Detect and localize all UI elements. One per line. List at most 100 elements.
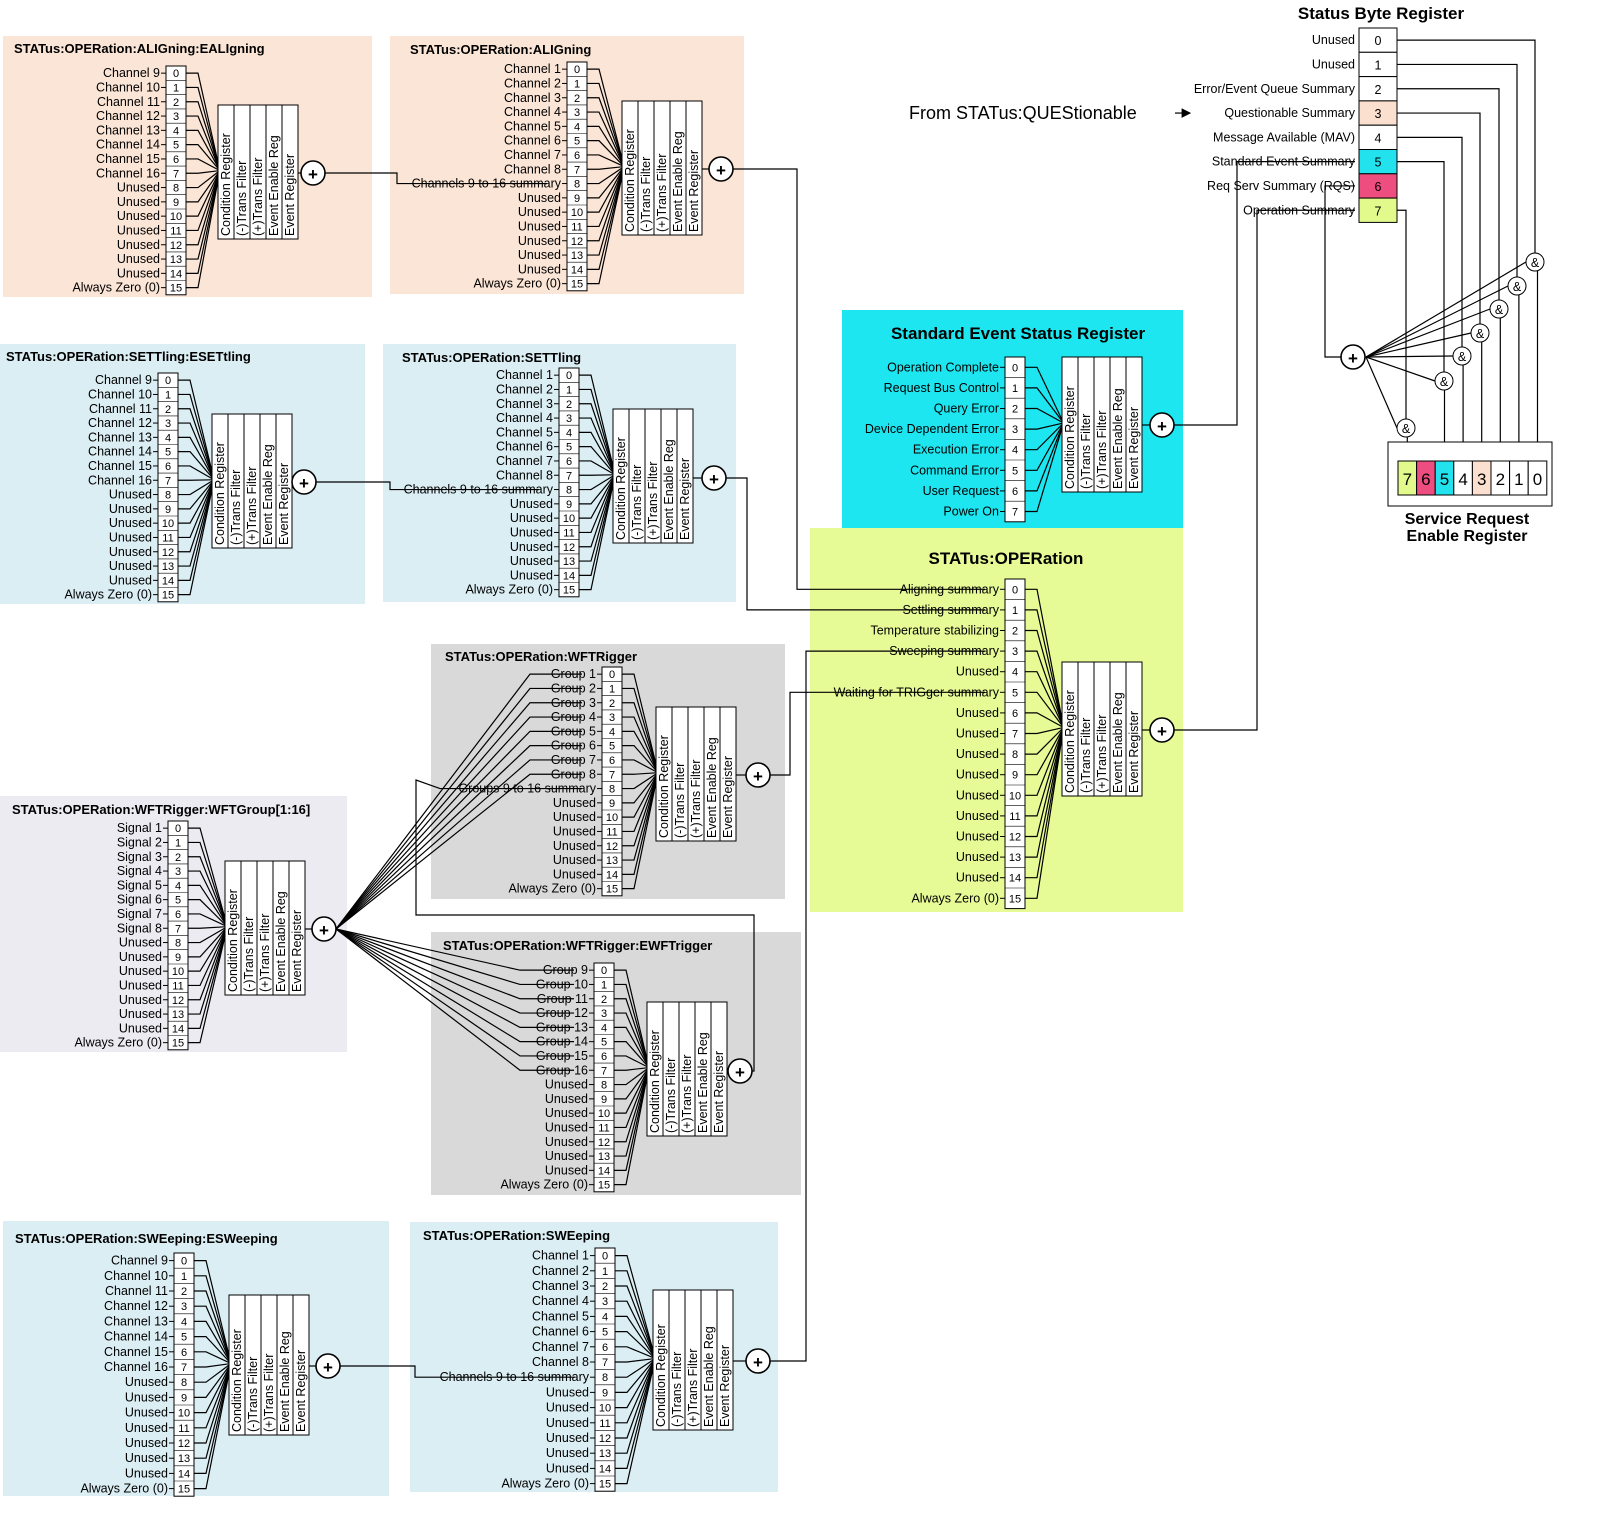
sre-bit-number: 5 [1440, 470, 1449, 489]
status-byte-title: Status Byte Register [1298, 4, 1465, 23]
fan-line [188, 936, 226, 1044]
fan-line [587, 97, 623, 162]
bit-number: 10 [571, 207, 583, 219]
bit-label: Unused [125, 1451, 168, 1465]
register-layer: STATus:OPERation:ALIGning:EALIgning0Chan… [6, 41, 1175, 1497]
bit-label: Unused [119, 978, 162, 992]
bit-label: Group 13 [536, 1020, 588, 1034]
bit-number: 0 [1012, 362, 1018, 374]
bit-number: 7 [173, 168, 179, 180]
bit-label: Channel 3 [496, 397, 553, 411]
bit-number: 13 [170, 254, 182, 266]
bit-label: Unused [510, 497, 553, 511]
bit-number: 5 [181, 1332, 187, 1344]
bit-label: Always Zero (0) [508, 882, 596, 896]
fan-line [194, 1259, 230, 1356]
fan-line [587, 140, 623, 165]
bit-number: 10 [170, 211, 182, 223]
fan-line [1025, 737, 1063, 899]
bit-number: 12 [1009, 832, 1021, 844]
bit-label: Unused [109, 488, 152, 502]
register-ewftrigger: STATus:OPERation:WFTRigger:EWFTrigger0Gr… [443, 938, 753, 1193]
bit-label: Channel 3 [532, 1279, 589, 1293]
bit-label: Unused [545, 1149, 588, 1163]
bit-number: 7 [609, 769, 615, 781]
fan-line [1025, 671, 1063, 725]
bit-label: Unused [117, 181, 160, 195]
and-gate [1489, 299, 1509, 319]
bit-label: Unused [956, 665, 999, 679]
questionable-input-label: From STATus:QUEStionable [909, 103, 1137, 123]
bit-number: 9 [609, 798, 615, 810]
bit-number: 15 [571, 279, 583, 291]
bit-number: 4 [609, 726, 615, 738]
bit-number: 9 [566, 499, 572, 511]
bit-label: Execution Error [913, 443, 999, 457]
fan-line [579, 478, 614, 519]
stage-label: Condition Register [614, 437, 628, 540]
bit-label: Unused [518, 234, 561, 248]
wire-group-fan [335, 773, 582, 930]
bit-number: 6 [165, 461, 171, 473]
fan-line [615, 1254, 654, 1351]
fan-line [1025, 407, 1063, 423]
bit-label: Unused [117, 238, 160, 252]
bit-number: 10 [598, 1108, 610, 1120]
bit-number: 10 [1009, 790, 1021, 802]
fan-line [178, 436, 213, 477]
fan-line [615, 1270, 654, 1352]
bit-label: Unused [553, 853, 596, 867]
bit-label: Unused [109, 545, 152, 559]
fan-line [194, 1368, 230, 1429]
bit-number: 1 [566, 384, 572, 396]
fan-line [1025, 424, 1063, 451]
bit-label: Unused [553, 867, 596, 881]
bit-label: Unused [119, 1021, 162, 1035]
fan-line [614, 1069, 648, 1100]
bit-label: Always Zero (0) [465, 583, 553, 597]
fan-line [587, 173, 623, 256]
bit-number: 5 [566, 442, 572, 454]
fan-line [579, 431, 614, 472]
bit-number: 2 [609, 698, 615, 710]
bit-label: Unused [510, 554, 553, 568]
bit-label: Unused [546, 1401, 589, 1415]
bit-label: Channel 8 [504, 162, 561, 176]
bit-number: 15 [1009, 893, 1021, 905]
and-gate [1396, 418, 1416, 438]
register-title: STATus:OPERation:ALIGning [410, 42, 591, 57]
stage-label: Event Enable Reg [696, 1032, 710, 1133]
stage-label: Condition Register [230, 1329, 244, 1432]
bit-number: 9 [181, 1392, 187, 1404]
bit-number: 1 [601, 979, 607, 991]
fan-line [587, 171, 623, 228]
status-bit-number: 7 [1375, 204, 1382, 218]
bit-number: 5 [1012, 687, 1018, 699]
status-bit-6 [1358, 173, 1398, 199]
fan-line [614, 1026, 648, 1065]
fan-line [194, 1370, 230, 1459]
bit-label: Group 16 [536, 1063, 588, 1077]
bit-label: Always Zero (0) [500, 1178, 588, 1192]
wire-group-fan [335, 928, 574, 986]
bit-label: Unused [119, 993, 162, 1007]
bit-label: Unused [518, 205, 561, 219]
bit-number: 13 [563, 556, 575, 568]
bit-label: Device Dependent Error [865, 422, 999, 436]
bit-label: Unused [956, 809, 999, 823]
status-bit-label: Unused [1312, 33, 1355, 47]
bit-label: Unused [125, 1436, 168, 1450]
stage-label: Event Register [712, 1051, 726, 1133]
bit-label: Unused [553, 796, 596, 810]
fan-line [615, 1365, 654, 1454]
fan-line [579, 479, 614, 534]
stage-label: (-)Trans Filter [229, 470, 243, 545]
bit-number: 14 [162, 575, 174, 587]
bit-label: Channel 11 [105, 1284, 168, 1298]
bit-label: Channel 4 [504, 105, 561, 119]
bit-number: 2 [1012, 404, 1018, 416]
bit-number: 0 [609, 669, 615, 681]
bit-label: Unused [518, 262, 561, 276]
bit-label: Signal 3 [117, 850, 162, 864]
